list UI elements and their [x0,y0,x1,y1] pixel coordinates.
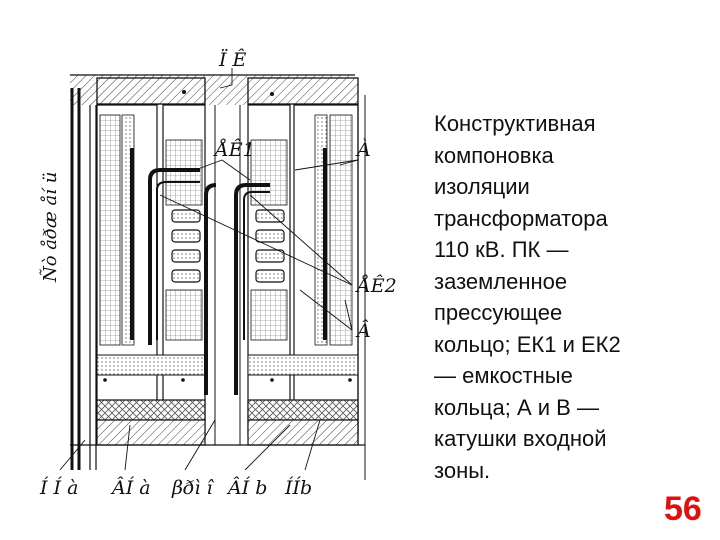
winding-right [234,104,359,436]
label-bottom-2: ÂÍ à [110,476,151,499]
label-bottom-3: βðì î [171,477,215,499]
bottom-insulation [70,399,365,446]
diagram-labels: Ï Ê Ñò åðæ åí ü ÅÊ1 À ÅÊ2 Â Í Í à ÂÍ à β… [38,48,397,499]
insulation-diagram: Ï Ê Ñò åðæ åí ü ÅÊ1 À ÅÊ2 Â Í Í à ÂÍ à β… [38,48,397,499]
label-bottom-1: Í Í à [39,476,78,499]
page-number: 56 [664,490,702,528]
label-ek2: ÅÊ2 [355,274,397,297]
press-ring [70,74,359,105]
center-leads [204,105,241,445]
core-leg [70,88,97,470]
label-a: À [355,138,371,161]
leader-lines [59,68,359,471]
label-press-ring: Ï Ê [218,48,247,71]
label-bottom-4: ÂÍ b [226,476,267,499]
label-ek1: ÅÊ1 [213,138,255,161]
label-bottom-5: ÍÍb [284,476,312,499]
coils-left [171,209,201,283]
caption-text: Конструктивная компоновка изоляции транс… [434,111,621,483]
label-transformer-core: Ñò åðæ åí ü [38,172,61,283]
winding-left [96,104,206,436]
label-v: Â [355,319,371,342]
tank-wall [357,95,366,480]
